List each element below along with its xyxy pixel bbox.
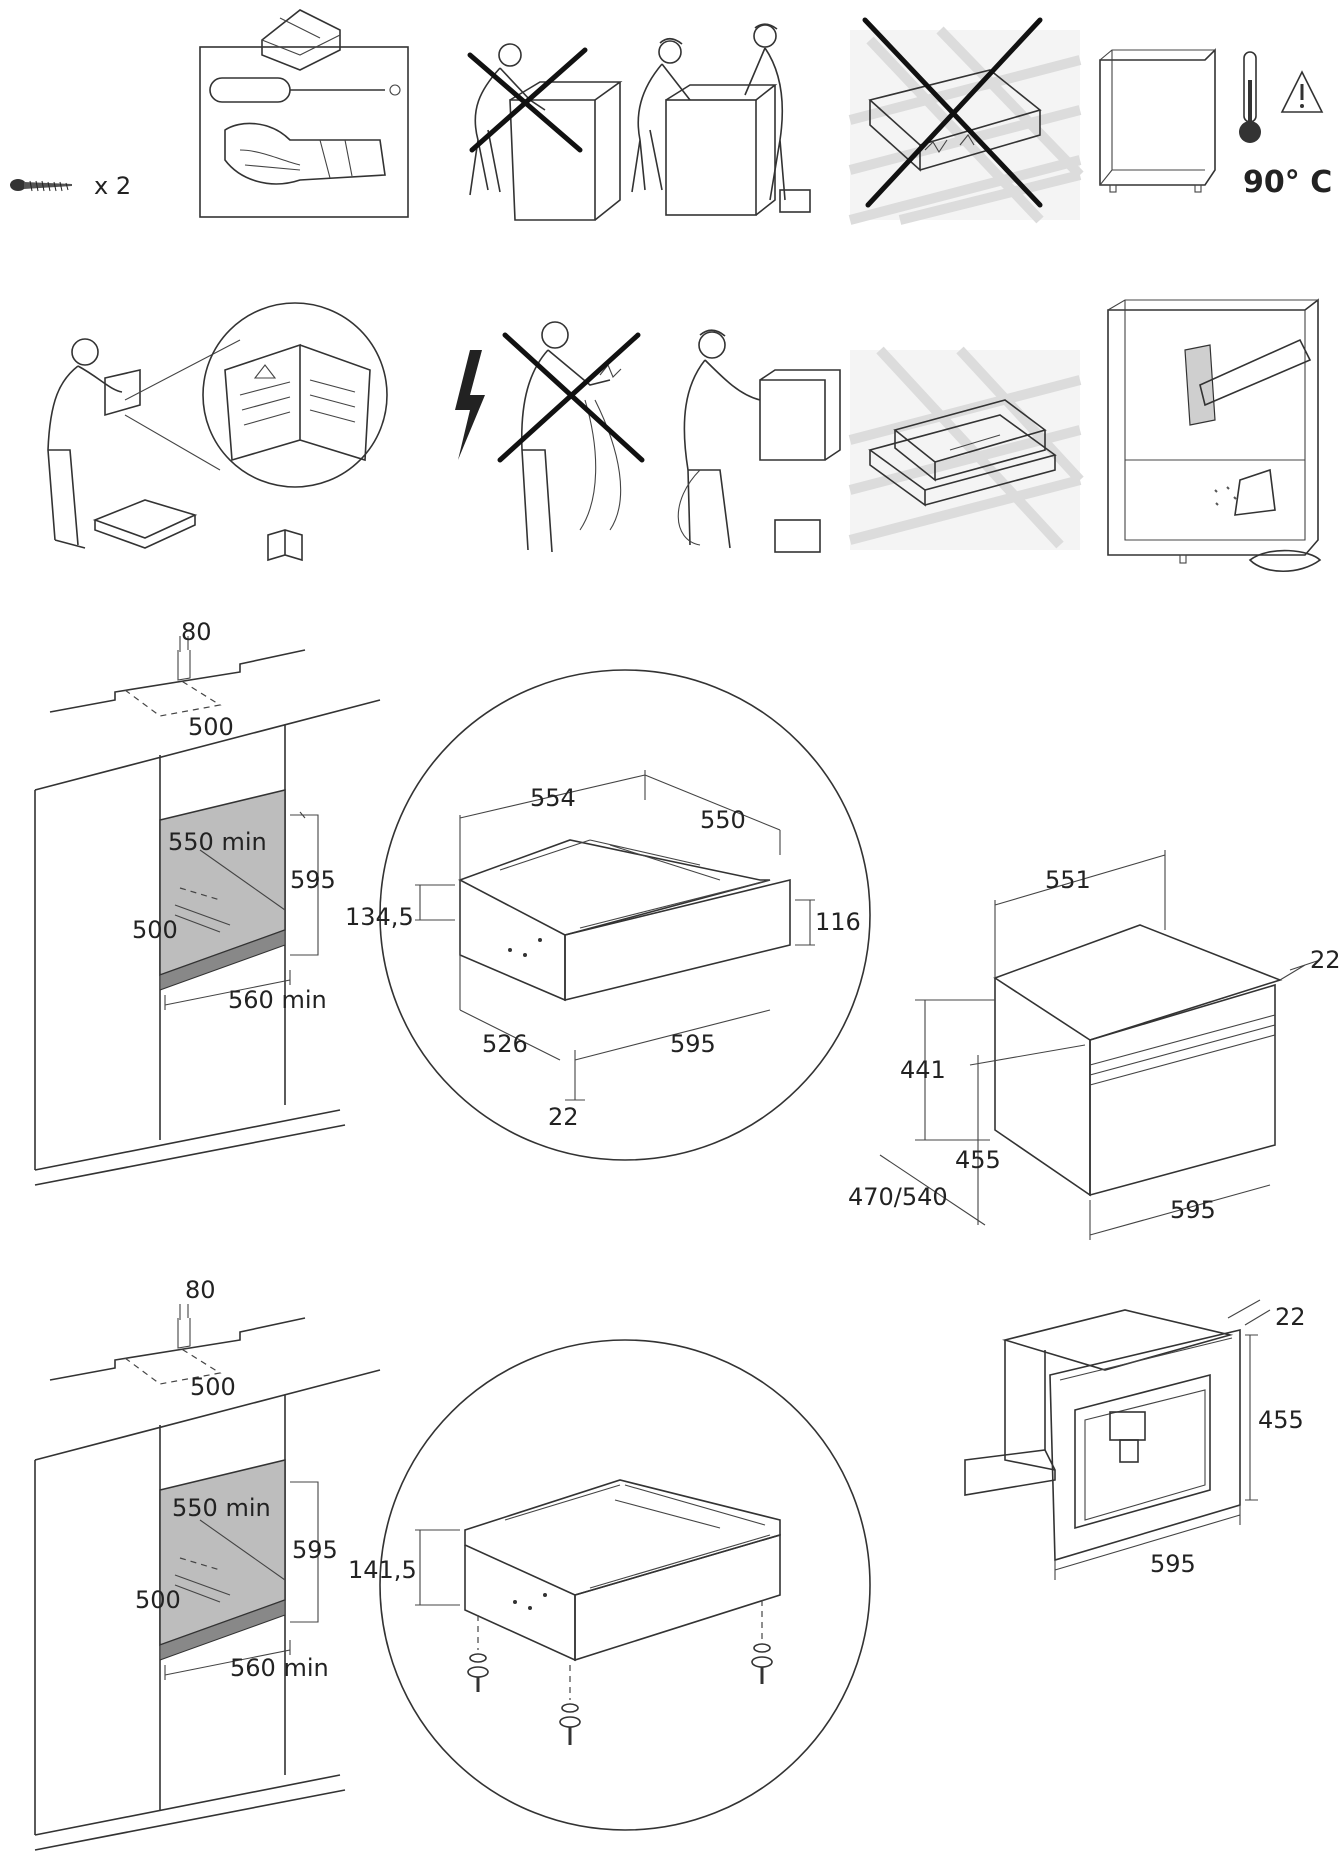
d2-height-left: 141,5 — [348, 1556, 417, 1584]
d1-depth-bottom: 526 — [482, 1030, 528, 1058]
drawer-dimensions-diagram-1 — [379, 669, 871, 1161]
c1-side-depth: 500 — [132, 916, 178, 944]
single-person-lift-forbidden-icon — [467, 43, 623, 221]
c1-top-width: 500 — [188, 713, 234, 741]
c2-side-depth: 500 — [135, 1586, 181, 1614]
box-front-thickness: 22 — [1310, 946, 1340, 974]
drawer-on-floor-forbidden-icon — [848, 17, 1084, 225]
d1-depth-top: 550 — [700, 806, 746, 834]
c1-top-depth: 80 — [181, 618, 212, 646]
cabinet-niche-diagram-1 — [34, 636, 381, 1186]
c1-width: 560 min — [228, 986, 327, 1014]
adjustable-foot-icon — [467, 1600, 773, 1745]
d1-width-front: 595 — [670, 1030, 716, 1058]
drawer-on-packaging-icon — [848, 346, 1084, 550]
c2-inner-depth: 550 min — [172, 1494, 271, 1522]
cabinet-niche-diagram-2 — [34, 1304, 381, 1851]
c2-width: 560 min — [230, 1654, 329, 1682]
screwdriver-icon — [209, 77, 401, 103]
d1-height-left: 134,5 — [345, 903, 414, 931]
cm-height: 455 — [1258, 1406, 1304, 1434]
d1-width-top: 554 — [530, 784, 576, 812]
thermometer-icon — [1239, 51, 1261, 143]
read-manual-icon — [47, 302, 388, 549]
c2-top-depth: 80 — [185, 1276, 216, 1304]
electrical-work-forbidden-icon — [497, 321, 645, 553]
d1-height-right: 116 — [815, 908, 861, 936]
qualified-electrician-icon — [677, 329, 841, 553]
c1-inner-depth: 550 min — [168, 828, 267, 856]
d1-front-thickness: 22 — [548, 1103, 579, 1131]
gloves-icon — [224, 122, 386, 185]
c2-top-width: 500 — [190, 1373, 236, 1401]
temperature-label: 90° C — [1243, 165, 1332, 200]
empty-cabinet-icon — [1099, 48, 1216, 193]
lightning-icon — [455, 350, 485, 460]
c1-height: 595 — [290, 866, 336, 894]
drawer-feet-diagram-2 — [379, 1339, 871, 1831]
box-width: 595 — [1170, 1196, 1216, 1224]
c2-height: 595 — [292, 1536, 338, 1564]
cabinet-cleaning-icon — [1107, 298, 1322, 573]
coffee-machine-diagram — [964, 1299, 1271, 1580]
two-person-lift-icon — [631, 23, 811, 216]
warning-triangle-icon — [1280, 70, 1324, 113]
manual-book-icon — [267, 529, 303, 562]
cm-width: 595 — [1150, 1550, 1196, 1578]
screw-icon — [10, 179, 72, 192]
cm-front-thickness: 22 — [1275, 1303, 1306, 1331]
screw-count: x 2 — [94, 172, 131, 200]
tools-panel — [199, 9, 409, 218]
appliance-box-diagram — [879, 850, 1321, 1240]
box-total-height: 455 — [955, 1146, 1001, 1174]
toolbox-icon — [261, 9, 341, 71]
box-cabinet-depth: 470/540 — [848, 1183, 948, 1211]
box-body-height: 441 — [900, 1056, 946, 1084]
box-depth: 551 — [1045, 866, 1091, 894]
